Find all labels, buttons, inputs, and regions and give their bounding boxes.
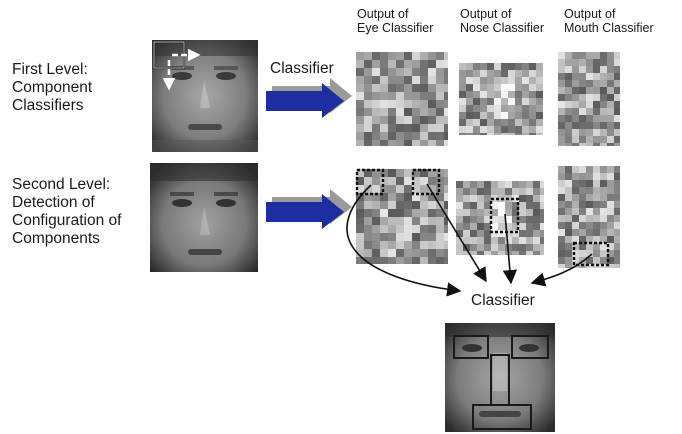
right-eye-detection-box: [411, 168, 441, 196]
mouth-connection-arrow: [530, 253, 593, 287]
eye-output-first-level: [356, 52, 448, 146]
final-nose-box: [490, 354, 510, 406]
nose-output-first-level: [459, 63, 543, 135]
right-eye-connection-arrow: [426, 183, 487, 283]
final-right-eye-box: [511, 335, 549, 359]
eye-output-second-level: [356, 169, 448, 264]
classifier-arrow-first-level: [266, 78, 352, 118]
second-level-label: Second Level: Detection of Configuration…: [12, 176, 122, 247]
mouth-classifier-header: Output of Mouth Classifier: [564, 7, 654, 35]
nose-connection-arrow: [502, 213, 518, 285]
eye-classifier-header: Output of Eye Classifier: [357, 7, 434, 35]
face-image-with-component-boxes: [445, 323, 555, 432]
mouth-detection-box: [572, 241, 610, 267]
nose-output-second-level: [456, 181, 544, 255]
face-image-second-level: [150, 163, 258, 272]
arrow-second-level: [266, 189, 352, 229]
final-mouth-box: [472, 404, 532, 430]
mouth-output-first-level: [558, 52, 620, 146]
left-eye-detection-box: [355, 168, 385, 196]
first-level-label: First Level: Component Classifiers: [12, 61, 93, 114]
nose-classifier-header: Output of Nose Classifier: [460, 7, 545, 35]
final-left-eye-box: [453, 335, 489, 359]
component-classifier-label: Classifier: [270, 60, 334, 77]
configuration-classifier-label: Classifier: [471, 292, 535, 309]
face-image-first-level: [152, 40, 258, 152]
left-eye-connection-arrow: [346, 184, 462, 297]
